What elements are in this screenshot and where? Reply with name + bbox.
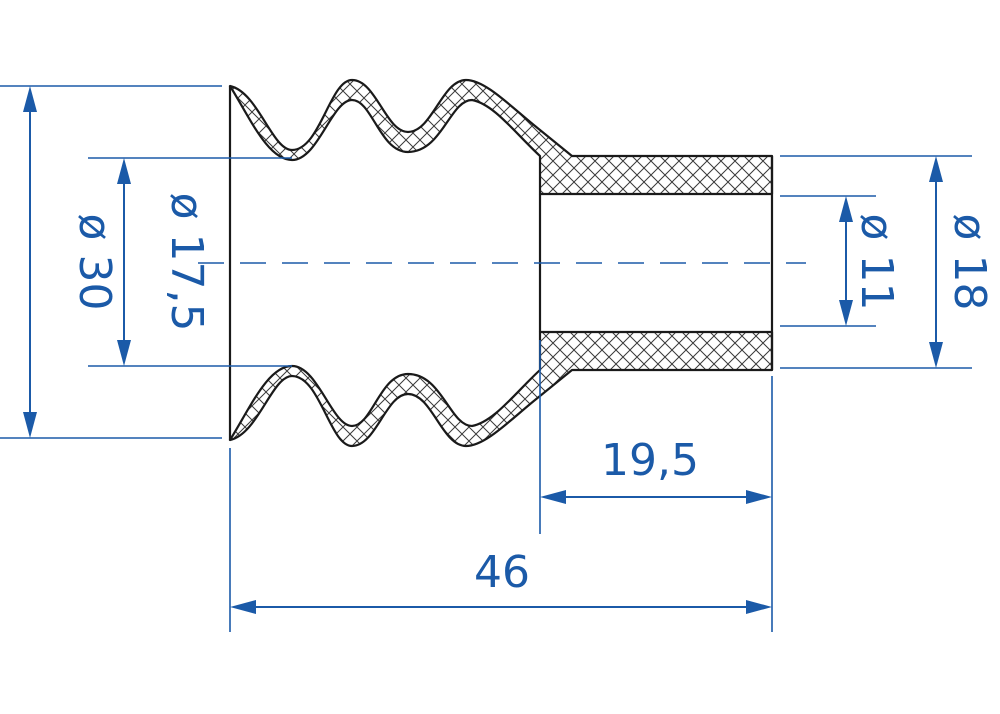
dimension-outer-small: ø 18 — [780, 155, 995, 369]
upper-bellows-wall — [228, 78, 774, 196]
dimension-label-inner-large: ø 17,5 — [161, 193, 212, 332]
dimension-outer-large: ø 30 — [0, 85, 222, 439]
dimension-label-outer-large: ø 30 — [69, 214, 120, 311]
dimension-inner-small: ø 11 — [780, 195, 902, 327]
lower-bellows-wall — [228, 330, 774, 448]
dimension-total-length: 46 — [229, 448, 772, 632]
dimension-inner-large: ø 17,5 — [88, 157, 292, 367]
dimension-label-outer-small: ø 18 — [944, 214, 995, 311]
dimension-label-total-length: 46 — [474, 547, 530, 598]
dimension-neck-length: 19,5 — [539, 340, 773, 632]
dimension-label-neck-length: 19,5 — [601, 435, 699, 486]
dimension-label-inner-small: ø 11 — [851, 214, 902, 311]
